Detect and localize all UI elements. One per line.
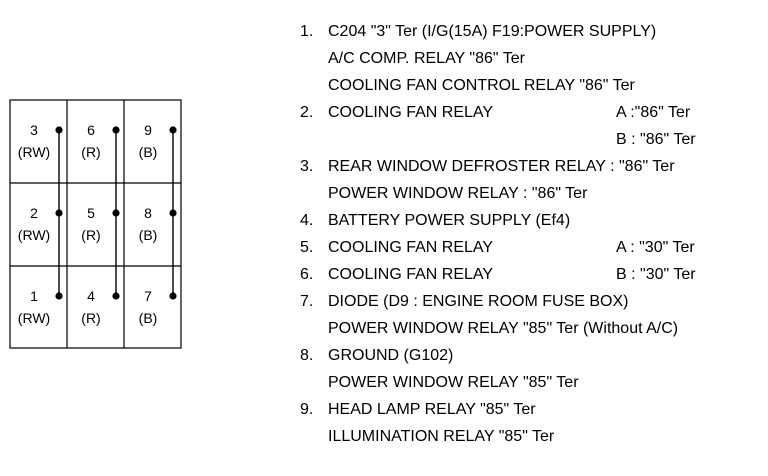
legend-item-number: 2. (300, 104, 314, 121)
legend-item-text: POWER WINDOW RELAY "85" Ter (Without A/C… (328, 320, 679, 337)
wire-color-code: (R) (81, 310, 100, 326)
legend-item-number: 7. (300, 293, 314, 310)
pin-dot (112, 292, 120, 300)
legend-item-text: COOLING FAN CONTROL RELAY "86" Ter (328, 77, 635, 94)
legend-item-text: ILLUMINATION RELAY "85" Ter (328, 428, 555, 445)
pin-number: 3 (30, 122, 38, 138)
pin-dot (112, 209, 120, 217)
legend-item-text: COOLING FAN RELAY (328, 266, 494, 283)
wire-color-code: (RW) (18, 310, 50, 326)
legend-item-text: C204 "3" Ter (I/G(15A) F19:POWER SUPPLY) (328, 23, 657, 40)
pin-number: 8 (144, 205, 152, 221)
legend-item-number: 3. (300, 158, 314, 175)
legend-item-terminal-tag: A :"86" Ter (616, 104, 691, 121)
pin-dot (55, 126, 63, 134)
pin-dot (169, 126, 177, 134)
legend-item-text: BATTERY POWER SUPPLY (Ef4) (328, 212, 571, 229)
wire-color-code: (R) (81, 144, 100, 160)
legend-item-text: A/C COMP. RELAY "86" Ter (328, 50, 525, 67)
legend-item-text: COOLING FAN RELAY (328, 239, 494, 256)
pin-number: 6 (87, 122, 95, 138)
legend-item-number: 9. (300, 401, 314, 418)
legend-item-number: 4. (300, 212, 314, 229)
connector-outline (9, 99, 182, 349)
legend-item-terminal-tag: B : "86" Ter (616, 131, 696, 148)
pin-number: 1 (30, 288, 38, 304)
legend-item-text: POWER WINDOW RELAY "85" Ter (328, 374, 579, 391)
legend-item-terminal-tag: A : "30" Ter (616, 239, 695, 256)
legend-item-number: 1. (300, 23, 314, 40)
legend-item-text: DIODE (D9 : ENGINE ROOM FUSE BOX) (328, 293, 629, 310)
legend-item-text: GROUND (G102) (328, 347, 454, 364)
legend-item-text: COOLING FAN RELAY (328, 104, 494, 121)
pin-number: 2 (30, 205, 38, 221)
wire-color-code: (B) (139, 144, 158, 160)
pin-dot (55, 209, 63, 217)
legend-item-text: HEAD LAMP RELAY "85" Ter (328, 401, 536, 418)
legend-item-number: 6. (300, 266, 314, 283)
pin-number: 5 (87, 205, 95, 221)
wire-color-code: (B) (139, 310, 158, 326)
legend-item-terminal-tag: B : "30" Ter (616, 266, 696, 283)
pin-number: 4 (87, 288, 95, 304)
wire-color-code: (RW) (18, 144, 50, 160)
pin-dot (169, 292, 177, 300)
pin-dot (55, 292, 63, 300)
wire-color-code: (B) (139, 227, 158, 243)
pin-dot (112, 126, 120, 134)
pin-dot (169, 209, 177, 217)
wire-color-code: (R) (81, 227, 100, 243)
legend-item-number: 8. (300, 347, 314, 364)
pin-number: 9 (144, 122, 152, 138)
legend-item-number: 5. (300, 239, 314, 256)
legend-item-text: POWER WINDOW RELAY : "86" Ter (328, 185, 588, 202)
legend-item-text: REAR WINDOW DEFROSTER RELAY : "86" Ter (328, 158, 675, 175)
pin-number: 7 (144, 288, 152, 304)
wire-color-code: (RW) (18, 227, 50, 243)
